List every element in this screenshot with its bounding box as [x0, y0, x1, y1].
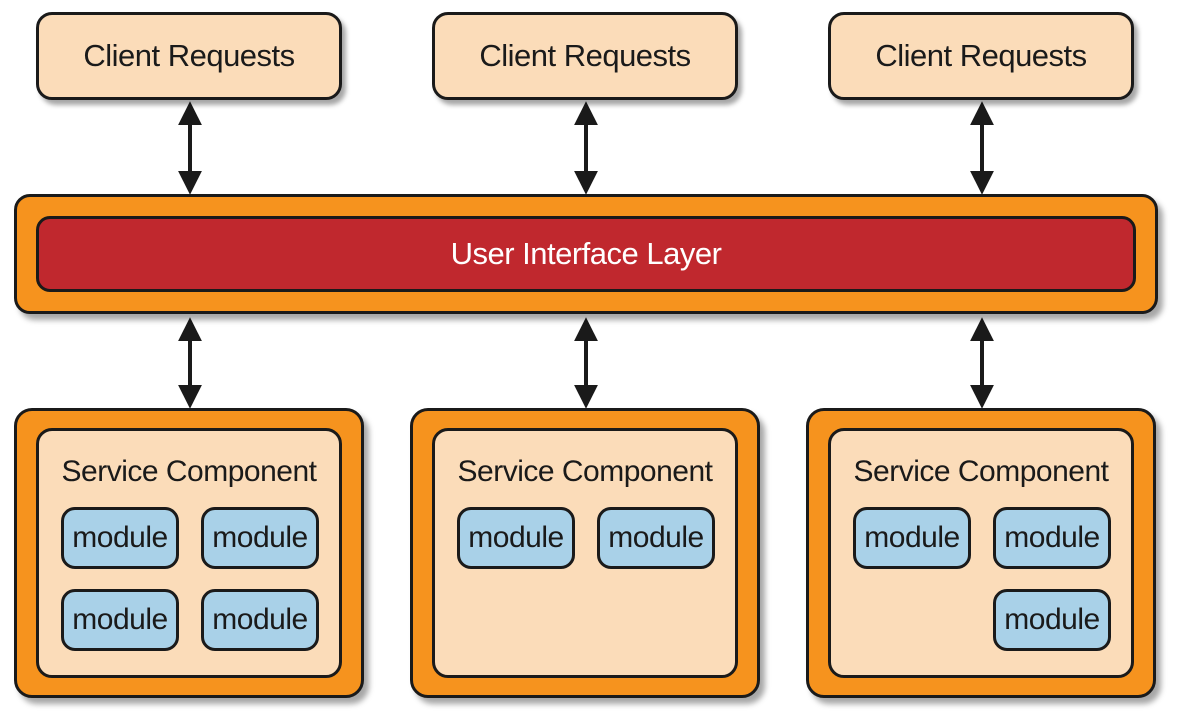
module-box: module: [201, 589, 319, 651]
client-requests-box-1: Client Requests: [36, 12, 342, 100]
service-component-1-inner: Service Component module module module m…: [36, 428, 342, 678]
module-box: module: [457, 507, 575, 569]
user-interface-layer-container: User Interface Layer: [14, 194, 1158, 314]
user-interface-layer: User Interface Layer: [36, 216, 1136, 292]
module-box: module: [993, 507, 1111, 569]
module-box: module: [201, 507, 319, 569]
module-box: module: [853, 507, 971, 569]
service-component-2: Service Component module module: [410, 408, 760, 698]
module-box: module: [993, 589, 1111, 651]
service-component-1-title: Service Component: [61, 455, 317, 488]
service-component-3: Service Component module module module: [806, 408, 1156, 698]
service-component-1: Service Component module module module m…: [14, 408, 364, 698]
service-component-3-inner: Service Component module module module: [828, 428, 1134, 678]
service-component-2-title: Service Component: [457, 455, 713, 488]
module-box: module: [61, 507, 179, 569]
service-component-2-inner: Service Component module module: [432, 428, 738, 678]
service-component-3-title: Service Component: [853, 455, 1109, 488]
client-requests-box-3: Client Requests: [828, 12, 1134, 100]
module-box: module: [597, 507, 715, 569]
module-box: module: [61, 589, 179, 651]
client-requests-box-2: Client Requests: [432, 12, 738, 100]
